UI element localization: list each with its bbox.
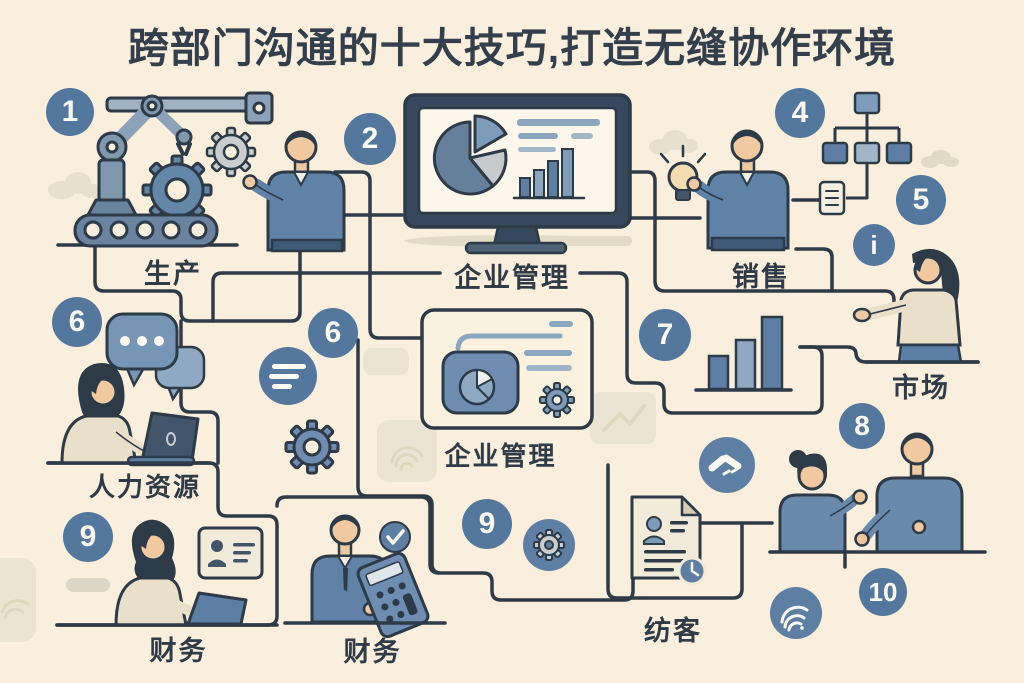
document-icon: [818, 180, 846, 216]
settings-gear-icon: [284, 419, 340, 475]
bar-chart-icon: [512, 148, 586, 200]
chat-lines-icon: [259, 347, 317, 405]
desk-lines: [46, 360, 987, 627]
speech-bubbles-icon: [105, 312, 206, 402]
cloud-icon: [921, 150, 959, 168]
page-title: 跨部门沟通的十大技巧,打造无缝协作环境: [127, 25, 897, 71]
visitor-document-icon: [630, 495, 702, 580]
label-visitor: 纺客: [644, 616, 702, 646]
robot-arm-icon: [86, 91, 274, 217]
management-card: [420, 308, 594, 430]
step-badge-8: 8: [839, 403, 885, 449]
cloud-icon: [649, 130, 698, 155]
label-market: 市场: [892, 373, 950, 403]
step-badge-6: 6: [52, 297, 102, 347]
label-enterprise-management-top: 企业管理: [454, 263, 570, 293]
watermark-fingerprint: [0, 558, 36, 642]
settings-gear-icon: [523, 519, 575, 571]
check-icon: [379, 521, 411, 553]
label-production: 生产: [144, 259, 202, 289]
step-badge-9: 9: [63, 512, 113, 562]
person-couple-woman: [778, 450, 868, 554]
bar-chart-icon: [694, 315, 793, 392]
cloud-icon: [48, 172, 103, 199]
label-sales: 销售: [732, 262, 790, 292]
conveyor-icon: [73, 213, 219, 248]
laptop-icon: [126, 411, 200, 467]
label-finance-left: 财务: [149, 636, 208, 666]
step-badge-5: 5: [896, 175, 946, 225]
watermark-card-arrow: [590, 392, 656, 444]
gear-icon: [205, 126, 257, 178]
step-badge-10: 10: [859, 568, 907, 616]
gear-icon: [539, 382, 575, 418]
step-badge-2: 2: [344, 113, 396, 165]
step-badge-9b: 9: [462, 499, 512, 549]
watermark-blob: [363, 348, 409, 375]
org-chart-icon: [821, 91, 913, 200]
person-production: [242, 130, 346, 253]
step-badge-1: 1: [46, 88, 94, 136]
label-enterprise-management-center: 企业管理: [444, 441, 557, 471]
step-badge-7: 7: [639, 309, 691, 361]
handshake-icon: [699, 437, 755, 493]
info-icon: i: [853, 224, 895, 266]
person-market: [852, 248, 963, 364]
fingerprint-icon: [770, 587, 822, 639]
step-badge-6b: 6: [308, 308, 358, 358]
laptop-icon: [186, 591, 248, 626]
person-sales: [686, 129, 790, 252]
pie-chart-icon: [432, 114, 508, 196]
clock-icon: [677, 556, 707, 586]
gear-icon: [141, 154, 213, 226]
watermark-bar: [66, 578, 110, 592]
label-finance-center: 财务: [343, 637, 402, 667]
dashboard-text-lines: [517, 119, 600, 152]
label-hr: 人力资源: [88, 472, 201, 502]
watermark-fingerprint: [377, 420, 437, 482]
person-couple-man: [854, 432, 964, 554]
id-card-icon: [197, 526, 264, 580]
step-badge-4: 4: [775, 88, 825, 138]
calculator-icon: [356, 551, 430, 639]
